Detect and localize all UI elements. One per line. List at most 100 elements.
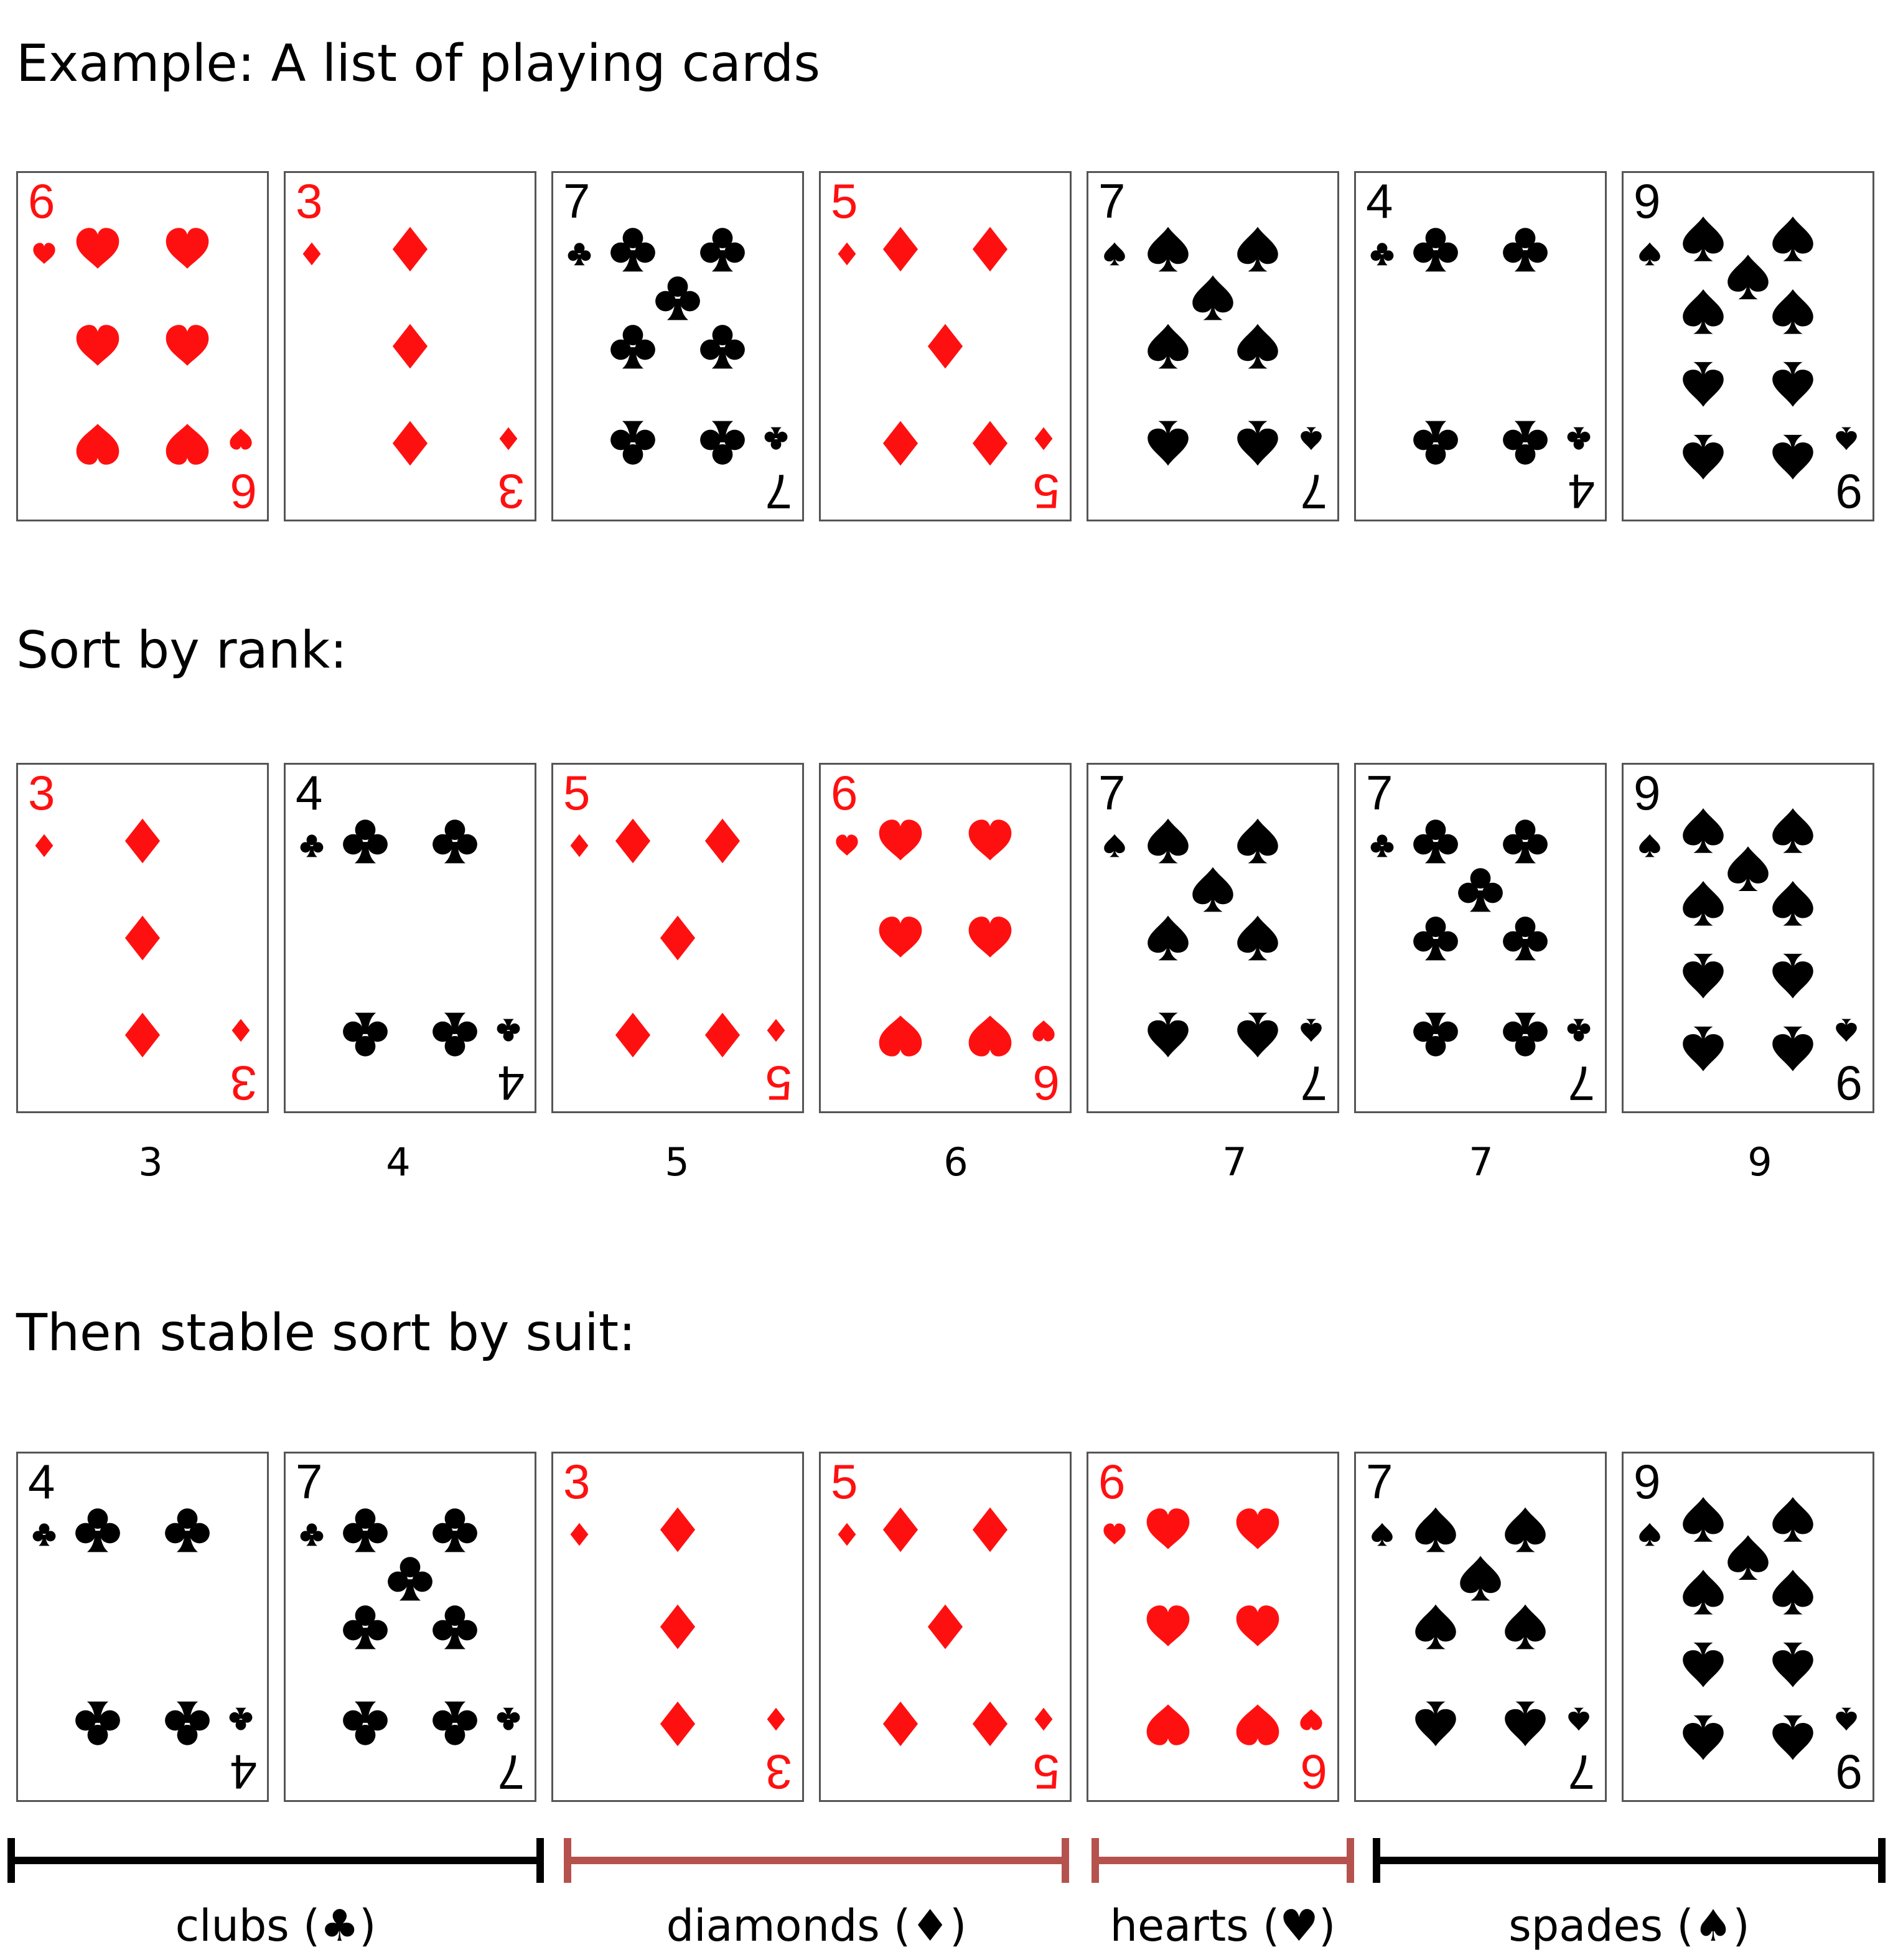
diamond-icon <box>570 1523 589 1546</box>
diamond-icon <box>570 834 589 857</box>
diamond-icon <box>660 1507 696 1552</box>
diamond-icon <box>1034 1707 1053 1731</box>
card-rank-index: 7 <box>1366 1454 1393 1509</box>
group-clubs: clubs (♣) <box>7 1823 544 1960</box>
heart-icon <box>76 424 119 465</box>
spade-icon <box>1683 362 1724 407</box>
spade-icon <box>1415 1507 1456 1552</box>
club-icon <box>610 228 655 272</box>
diamond-icon <box>972 226 1008 272</box>
spade-icon <box>1772 1026 1813 1071</box>
heart-icon <box>879 1015 922 1057</box>
diamond-icon <box>35 834 54 857</box>
group-bar-cap <box>1347 1838 1354 1883</box>
spade-icon <box>1836 1019 1857 1042</box>
club-icon <box>1503 819 1548 864</box>
club-icon <box>432 1012 477 1057</box>
diamond-icon <box>972 1507 1008 1552</box>
spade-icon <box>1683 880 1724 926</box>
diamond-icon <box>838 242 856 266</box>
group-diamonds: diamonds (♦) <box>564 1823 1069 1960</box>
diamond-icon <box>704 1012 741 1058</box>
group-spades: spades (♠) <box>1373 1823 1886 1960</box>
spade-icon <box>1772 362 1813 407</box>
club-icon <box>1413 1012 1458 1057</box>
spade-icon <box>1148 818 1189 864</box>
spade-icon <box>1683 434 1724 480</box>
club-icon <box>1458 868 1503 912</box>
spade-icon <box>1772 1569 1813 1615</box>
diamond-icon <box>972 421 1008 466</box>
heart-icon <box>1236 1508 1279 1549</box>
diamond-icon <box>882 1507 919 1552</box>
card-rank-index: 3 <box>230 1056 257 1111</box>
heart-icon <box>968 819 1012 861</box>
rank-label: 7 <box>1469 1139 1494 1185</box>
club-icon <box>1370 243 1394 266</box>
spade-icon <box>1683 1642 1724 1687</box>
card-rank-index: 3 <box>28 765 55 820</box>
spade-icon <box>1772 1642 1813 1687</box>
diamond-icon <box>660 1604 696 1650</box>
club-icon <box>75 1508 120 1552</box>
group-label-hearts: hearts (♥) <box>1110 1900 1336 1951</box>
card-rank-index: 3 <box>563 1454 590 1509</box>
club-icon <box>1567 1019 1591 1042</box>
spade-icon <box>1639 242 1660 266</box>
spade-icon <box>1683 1715 1724 1760</box>
spade-icon <box>1772 953 1813 999</box>
group-bar-cap <box>536 1838 544 1883</box>
heart-icon <box>1032 1020 1055 1042</box>
spade-icon <box>1683 953 1724 999</box>
spade-icon <box>1727 846 1769 891</box>
diamond-icon <box>927 324 963 369</box>
spade-icon <box>1237 915 1278 961</box>
spade-icon <box>1301 1019 1322 1042</box>
spade-icon <box>1727 254 1769 299</box>
club-icon <box>1413 917 1458 961</box>
card-rank-index: 3 <box>296 174 322 228</box>
heart-icon <box>879 819 922 861</box>
club-icon <box>75 1701 120 1745</box>
club-icon <box>229 1707 253 1730</box>
club-icon <box>497 1019 520 1042</box>
spade-icon <box>1237 818 1278 864</box>
club-icon <box>165 1508 210 1552</box>
spade-icon <box>1148 915 1189 961</box>
diamond-icon <box>704 818 741 864</box>
rank-label: 5 <box>665 1139 690 1185</box>
spade-icon <box>1727 1535 1769 1580</box>
club-icon <box>568 243 591 266</box>
spade-icon <box>1505 1507 1546 1552</box>
spade-icon <box>1772 880 1813 926</box>
diamond-icon <box>1034 427 1053 450</box>
card-rank-index: 5 <box>1033 1745 1060 1799</box>
heading-example: Example: A list of playing cards <box>16 34 821 93</box>
spade-icon <box>1836 427 1857 450</box>
group-bar-cap <box>1092 1838 1099 1883</box>
spade-icon <box>1104 834 1125 857</box>
club-icon <box>432 1701 477 1745</box>
diamond-icon <box>660 1701 696 1747</box>
club-icon <box>343 1508 388 1552</box>
diamond-icon <box>882 421 919 466</box>
diamond-icon <box>615 818 651 864</box>
card-rank-index: 4 <box>230 1745 257 1799</box>
spade-icon <box>1148 421 1189 466</box>
spade-icon <box>1568 1707 1589 1731</box>
card-rank-index: 3 <box>498 464 525 519</box>
group-bar-cap <box>1062 1838 1069 1883</box>
club-icon <box>1370 834 1394 857</box>
group-bar <box>7 1857 544 1864</box>
club-icon <box>1503 917 1548 961</box>
card-rank-index: 7 <box>1098 174 1125 228</box>
card-rank-index: 7 <box>1366 765 1393 820</box>
